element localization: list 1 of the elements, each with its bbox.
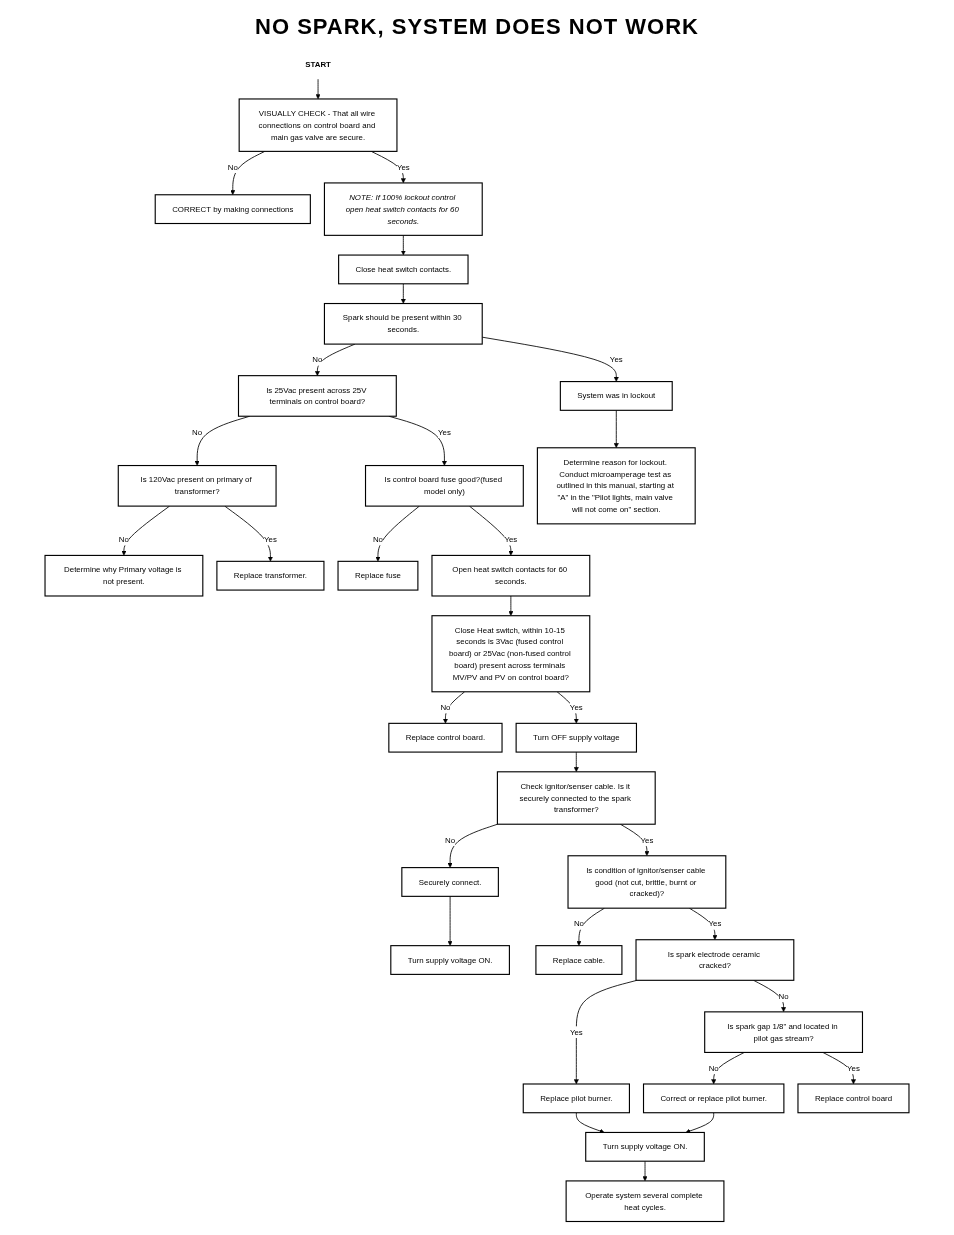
diagram-title: NO SPARK, SYSTEM DOES NOT WORK xyxy=(254,14,700,40)
